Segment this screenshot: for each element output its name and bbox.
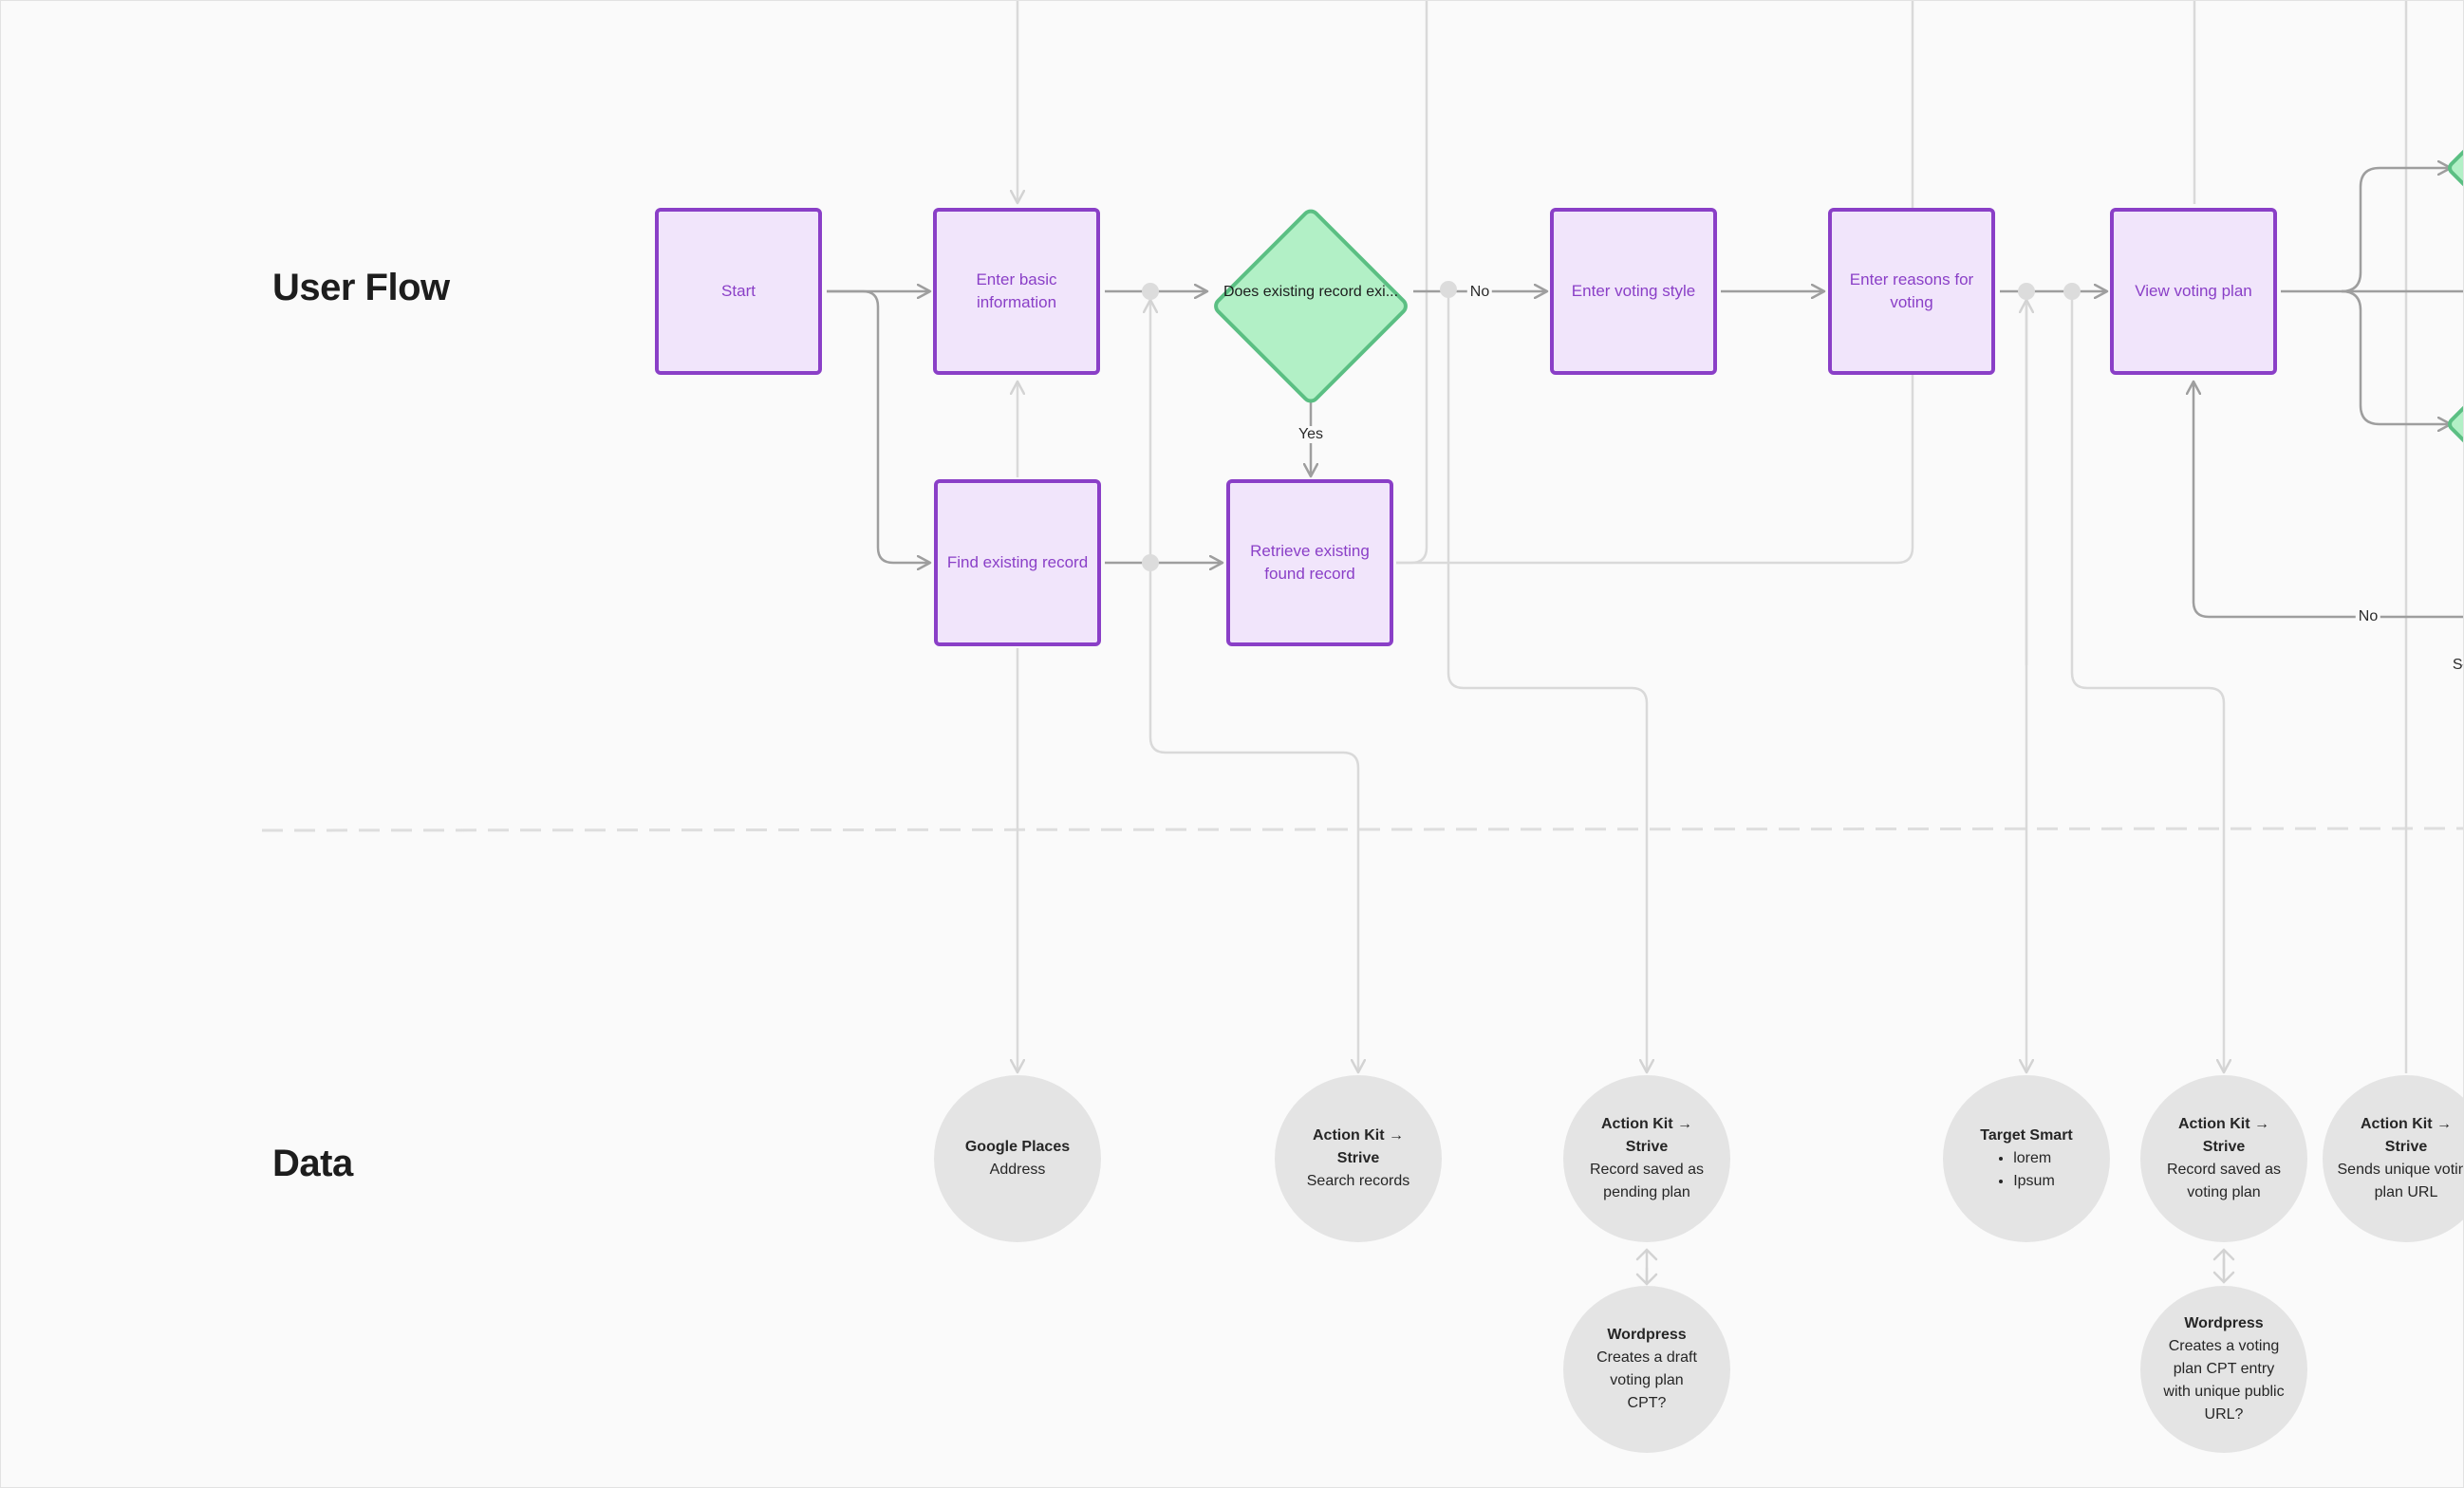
- line-voting-reasons-to-retrieve: [1396, 1, 1914, 565]
- decision-label: Does existing record exi...: [1223, 284, 1399, 300]
- data-title: Action Kit → Strive: [2178, 1116, 2269, 1155]
- data-wordpress-draft: Wordpress Creates a draft voting plan CP…: [1563, 1286, 1730, 1453]
- node-start[interactable]: Start: [655, 208, 822, 375]
- section-title-data: Data: [272, 1143, 353, 1184]
- data-body: Record saved as pending plan: [1589, 1162, 1705, 1200]
- double-arrow-pending-wp: [1635, 1248, 1658, 1286]
- data-list: lorem Ipsum: [1998, 1147, 2055, 1193]
- data-title: Google Places: [964, 1139, 1071, 1155]
- data-action-kit-sends-url: Action Kit → Strive Sends unique voting …: [2323, 1075, 2464, 1242]
- data-title: Wordpress: [1607, 1327, 1687, 1343]
- data-body: Creates a draft voting plan CPT?: [1596, 1349, 1697, 1411]
- junction-dot: [2018, 283, 2035, 300]
- data-title: Wordpress: [2184, 1315, 2264, 1331]
- data-body: Record saved as voting plan: [2166, 1162, 2282, 1200]
- double-arrow-saved-wp: [2212, 1248, 2235, 1284]
- line-dot-to-saved: [2070, 291, 2224, 1071]
- data-body: Search records: [1306, 1173, 1410, 1189]
- junction-dot: [1142, 554, 1159, 571]
- edge-label-no: No: [1466, 284, 1493, 301]
- section-title-user-flow: User Flow: [272, 267, 450, 308]
- section-divider: [261, 827, 2463, 832]
- node-enter-voting-style[interactable]: Enter voting style: [1550, 208, 1717, 375]
- data-action-kit-saved: Action Kit → Strive Record saved as voti…: [2140, 1075, 2307, 1242]
- data-wordpress-cpt: Wordpress Creates a voting plan CPT entr…: [2140, 1286, 2307, 1453]
- node-enter-basic-information[interactable]: Enter basic information: [933, 208, 1100, 375]
- decision-diamond: [1214, 209, 1408, 403]
- arrow-no-back-to-view-plan: [2193, 382, 2463, 619]
- data-title: Target Smart: [1980, 1127, 2073, 1144]
- data-body: Creates a voting plan CPT entry with uni…: [2163, 1338, 2285, 1423]
- arrow-branch-up: [2341, 168, 2450, 293]
- decision-diamond-partial-top: [2448, 128, 2463, 208]
- data-title: Action Kit → Strive: [1601, 1116, 1692, 1155]
- data-list-item: Ipsum: [2013, 1170, 2055, 1193]
- edge-label-no-return: No: [2355, 608, 2381, 625]
- node-view-voting-plan[interactable]: View voting plan: [2110, 208, 2277, 375]
- node-find-existing-record[interactable]: Find existing record: [934, 479, 1101, 646]
- data-google-places: Google Places Address: [934, 1075, 1101, 1242]
- arrow-start-to-find: [827, 289, 929, 563]
- node-enter-reasons-for-voting[interactable]: Enter reasons for voting: [1828, 208, 1995, 375]
- node-retrieve-existing-record[interactable]: Retrieve existing found record: [1226, 479, 1393, 646]
- edge-label-truncated: Sł: [2449, 657, 2463, 674]
- junction-dot: [1440, 281, 1457, 298]
- data-target-smart: Target Smart lorem Ipsum: [1943, 1075, 2110, 1242]
- data-title: Action Kit → Strive: [1313, 1127, 1404, 1166]
- line-dot-to-search: [1148, 563, 1358, 1071]
- junction-dot: [1142, 283, 1159, 300]
- arrow-branch-down: [2341, 289, 2450, 424]
- data-body: Sends unique voting plan URL: [2337, 1162, 2464, 1200]
- junction-dot: [2063, 283, 2081, 300]
- line-no-to-pending: [1447, 291, 1647, 1071]
- data-list-item: lorem: [2013, 1147, 2055, 1170]
- data-body: Address: [989, 1162, 1046, 1178]
- edge-label-yes: Yes: [1295, 426, 1327, 443]
- decision-diamond-partial-bottom: [2448, 384, 2463, 464]
- data-title: Action Kit → Strive: [2361, 1116, 2452, 1155]
- data-action-kit-pending: Action Kit → Strive Record saved as pend…: [1563, 1075, 1730, 1242]
- data-action-kit-search: Action Kit → Strive Search records: [1275, 1075, 1442, 1242]
